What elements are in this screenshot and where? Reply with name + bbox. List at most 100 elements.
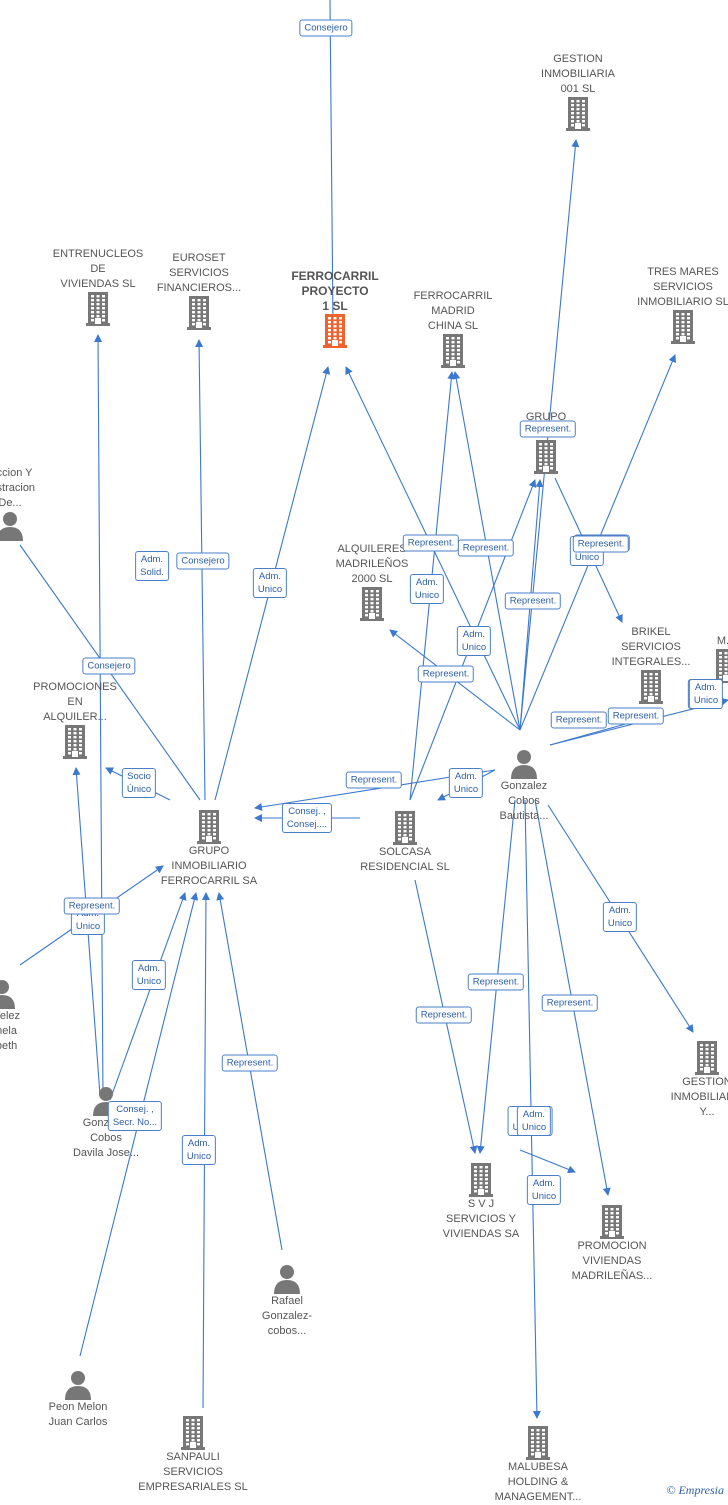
edge-label-9[interactable]: Adm. Unico — [409, 574, 445, 604]
edge-label-31[interactable]: Adm. Unico — [526, 1175, 562, 1205]
building-icon — [275, 314, 395, 348]
node-label: GRUPO INMOBILIARIO FERROCARRIL SA — [160, 845, 258, 887]
edge-label-14[interactable]: Represent. — [550, 711, 608, 729]
node-label: GESTION INMOBILIARIA 001 SL — [541, 53, 615, 95]
building-icon — [552, 1205, 672, 1239]
node-label: FERROCARRIL MADRID CHINA SL — [413, 290, 493, 332]
building-icon — [518, 97, 638, 131]
company-node-malubesa[interactable]: MALUBESA HOLDING & MANAGEMENT... — [478, 1426, 598, 1505]
person-icon — [18, 1370, 138, 1400]
node-label: ...ccion Y ...istracion De... — [0, 467, 36, 509]
edge-label-10[interactable]: Represent. — [504, 592, 562, 610]
edge-label-2[interactable]: Consejero — [176, 552, 230, 570]
building-icon — [486, 440, 606, 474]
brand-watermark: © Empresia — [666, 1483, 724, 1497]
node-label: S V J SERVICIOS Y VIVIENDAS SA — [442, 1198, 520, 1240]
node-label: GESTION INMOBILIAR... Y... — [670, 1076, 728, 1118]
edge-label-28[interactable]: Represent. — [221, 1054, 279, 1072]
node-label: Rafael Gonzalez- cobos... — [261, 1295, 313, 1337]
company-node-promviv[interactable]: PROMOCION VIVIENDAS MADRILEÑAS... — [552, 1205, 672, 1284]
edge-label-1[interactable]: Adm. Solid. — [135, 551, 169, 581]
node-label: MALUBESA HOLDING & MANAGEMENT... — [494, 1461, 582, 1503]
edge-label-26[interactable]: Represent. — [467, 973, 525, 991]
building-icon — [38, 292, 158, 326]
node-label: Peon Melon Juan Carlos — [48, 1401, 108, 1428]
node-label: ENTRENUCLEOS DE VIVIENDAS SL — [52, 248, 144, 290]
node-label: FERROCARRIL PROYECTO 1 SL — [291, 269, 379, 313]
edge-label-11[interactable]: Adm. Unico — [456, 626, 492, 656]
edge-label-6[interactable]: Represent. — [457, 539, 515, 557]
building-icon — [647, 1041, 728, 1075]
building-icon — [421, 1163, 541, 1197]
building-icon — [666, 649, 728, 683]
node-label: TRES MARES SERVICIOS INMOBILIARIO SL — [637, 266, 728, 308]
company-node-farright[interactable]: M... — [666, 634, 728, 683]
building-icon — [312, 587, 432, 621]
edge-label-24[interactable]: Adm. Unico — [602, 902, 638, 932]
company-node-ferrocarril[interactable]: FERROCARRIL PROYECTO 1 SL — [275, 269, 395, 348]
edge-label-20[interactable]: Consej. , Consej.... — [281, 803, 333, 833]
edge-label-19[interactable]: Adm. Unico — [448, 768, 484, 798]
edge-line-22 — [109, 892, 187, 1101]
node-label: PROMOCION VIVIENDAS MADRILEÑAS... — [571, 1240, 653, 1282]
company-node-entrenucleos[interactable]: ENTRENUCLEOS DE VIVIENDAS SL — [38, 247, 158, 326]
edge-label-7[interactable]: Represent. — [402, 534, 460, 552]
edge-label-27[interactable]: Represent. — [541, 994, 599, 1012]
edge-label-34[interactable]: Adm. Unico — [516, 1106, 552, 1136]
company-node-brikel[interactable]: BRIKEL SERVICIOS INTEGRALES... — [591, 625, 711, 704]
edge-line-2 — [195, 339, 206, 801]
node-label: ALQUILERES MADRILEÑOS 2000 SL — [335, 543, 409, 585]
node-label: M... — [716, 635, 728, 647]
edge-line-31 — [519, 1149, 576, 1174]
edge-label-32[interactable]: Adm. Unico — [181, 1135, 217, 1165]
edge-label-12[interactable]: Represent. — [417, 665, 475, 683]
person-node-peon[interactable]: Peon Melon Juan Carlos — [18, 1370, 138, 1430]
node-label: EUROSET SERVICIOS FINANCIEROS... — [156, 252, 242, 294]
company-node-svj[interactable]: S V J SERVICIOS Y VIVIENDAS SA — [421, 1163, 541, 1242]
company-node-tresmares[interactable]: TRES MARES SERVICIOS INMOBILIARIO SL — [623, 265, 728, 344]
edge-label-15[interactable]: Represent. — [607, 707, 665, 725]
edge-label-4[interactable]: Consejero — [82, 657, 136, 675]
building-icon — [149, 810, 269, 844]
building-icon — [393, 334, 513, 368]
edge-line-25 — [216, 892, 283, 1251]
edge-label-3[interactable]: Adm. Unico — [252, 568, 288, 598]
building-icon — [478, 1426, 598, 1460]
person-node-rafael[interactable]: Rafael Gonzalez- cobos... — [227, 1264, 347, 1339]
node-label: BRIKEL SERVICIOS INTEGRALES... — [611, 626, 691, 668]
company-node-promalq[interactable]: PROMOCIONES EN ALQUILER... — [15, 680, 135, 759]
building-icon — [15, 725, 135, 759]
person-icon — [0, 511, 70, 541]
company-node-madridchina[interactable]: FERROCARRIL MADRID CHINA SL — [393, 289, 513, 368]
edge-label-5[interactable]: Socio Único — [121, 768, 157, 798]
company-node-alquileres2000[interactable]: ALQUILERES MADRILEÑOS 2000 SL — [312, 542, 432, 621]
edge-label-8[interactable]: Represent. — [519, 420, 577, 438]
person-node-admin[interactable]: ...ccion Y ...istracion De... — [0, 466, 70, 541]
person-icon — [227, 1264, 347, 1294]
person-node-velez[interactable]: ...Velez ...nela ...beth — [0, 979, 62, 1054]
node-label: Gonzalez Cobos Bautista... — [499, 780, 549, 822]
node-label: SANPAULI SERVICIOS EMPRESARIALES SL — [138, 1451, 248, 1493]
company-node-gestioninm[interactable]: GESTION INMOBILIAR... Y... — [647, 1041, 728, 1120]
building-icon — [139, 296, 259, 330]
edge-label-0[interactable]: Consejero — [299, 19, 353, 37]
building-icon — [591, 670, 711, 704]
edge-label-35[interactable]: Adm. Unico — [688, 679, 724, 709]
edge-label-23[interactable]: Adm. Unico — [131, 960, 167, 990]
company-node-gestion001[interactable]: GESTION INMOBILIARIA 001 SL — [518, 52, 638, 131]
company-node-solcasa[interactable]: SOLCASA RESIDENCIAL SL — [345, 811, 465, 875]
edge-label-33[interactable]: Represent. — [572, 535, 630, 553]
person-node-gonzbautista[interactable]: Gonzalez Cobos Bautista... — [464, 749, 584, 824]
company-node-sanpauli[interactable]: SANPAULI SERVICIOS EMPRESARIALES SL — [133, 1416, 253, 1495]
edge-label-18[interactable]: Represent. — [345, 771, 403, 789]
company-node-euroset[interactable]: EUROSET SERVICIOS FINANCIEROS... — [139, 251, 259, 330]
edge-label-25[interactable]: Represent. — [415, 1006, 473, 1024]
person-icon — [0, 979, 62, 1009]
edge-label-30[interactable]: Consej. , Secr. No... — [107, 1101, 163, 1131]
company-node-grupoferro[interactable]: GRUPO INMOBILIARIO FERROCARRIL SA — [149, 810, 269, 889]
node-label: SOLCASA RESIDENCIAL SL — [360, 846, 450, 873]
node-label: ...Velez ...nela ...beth — [0, 1010, 21, 1052]
person-icon — [464, 749, 584, 779]
edge-label-22[interactable]: Represent. — [63, 897, 121, 915]
